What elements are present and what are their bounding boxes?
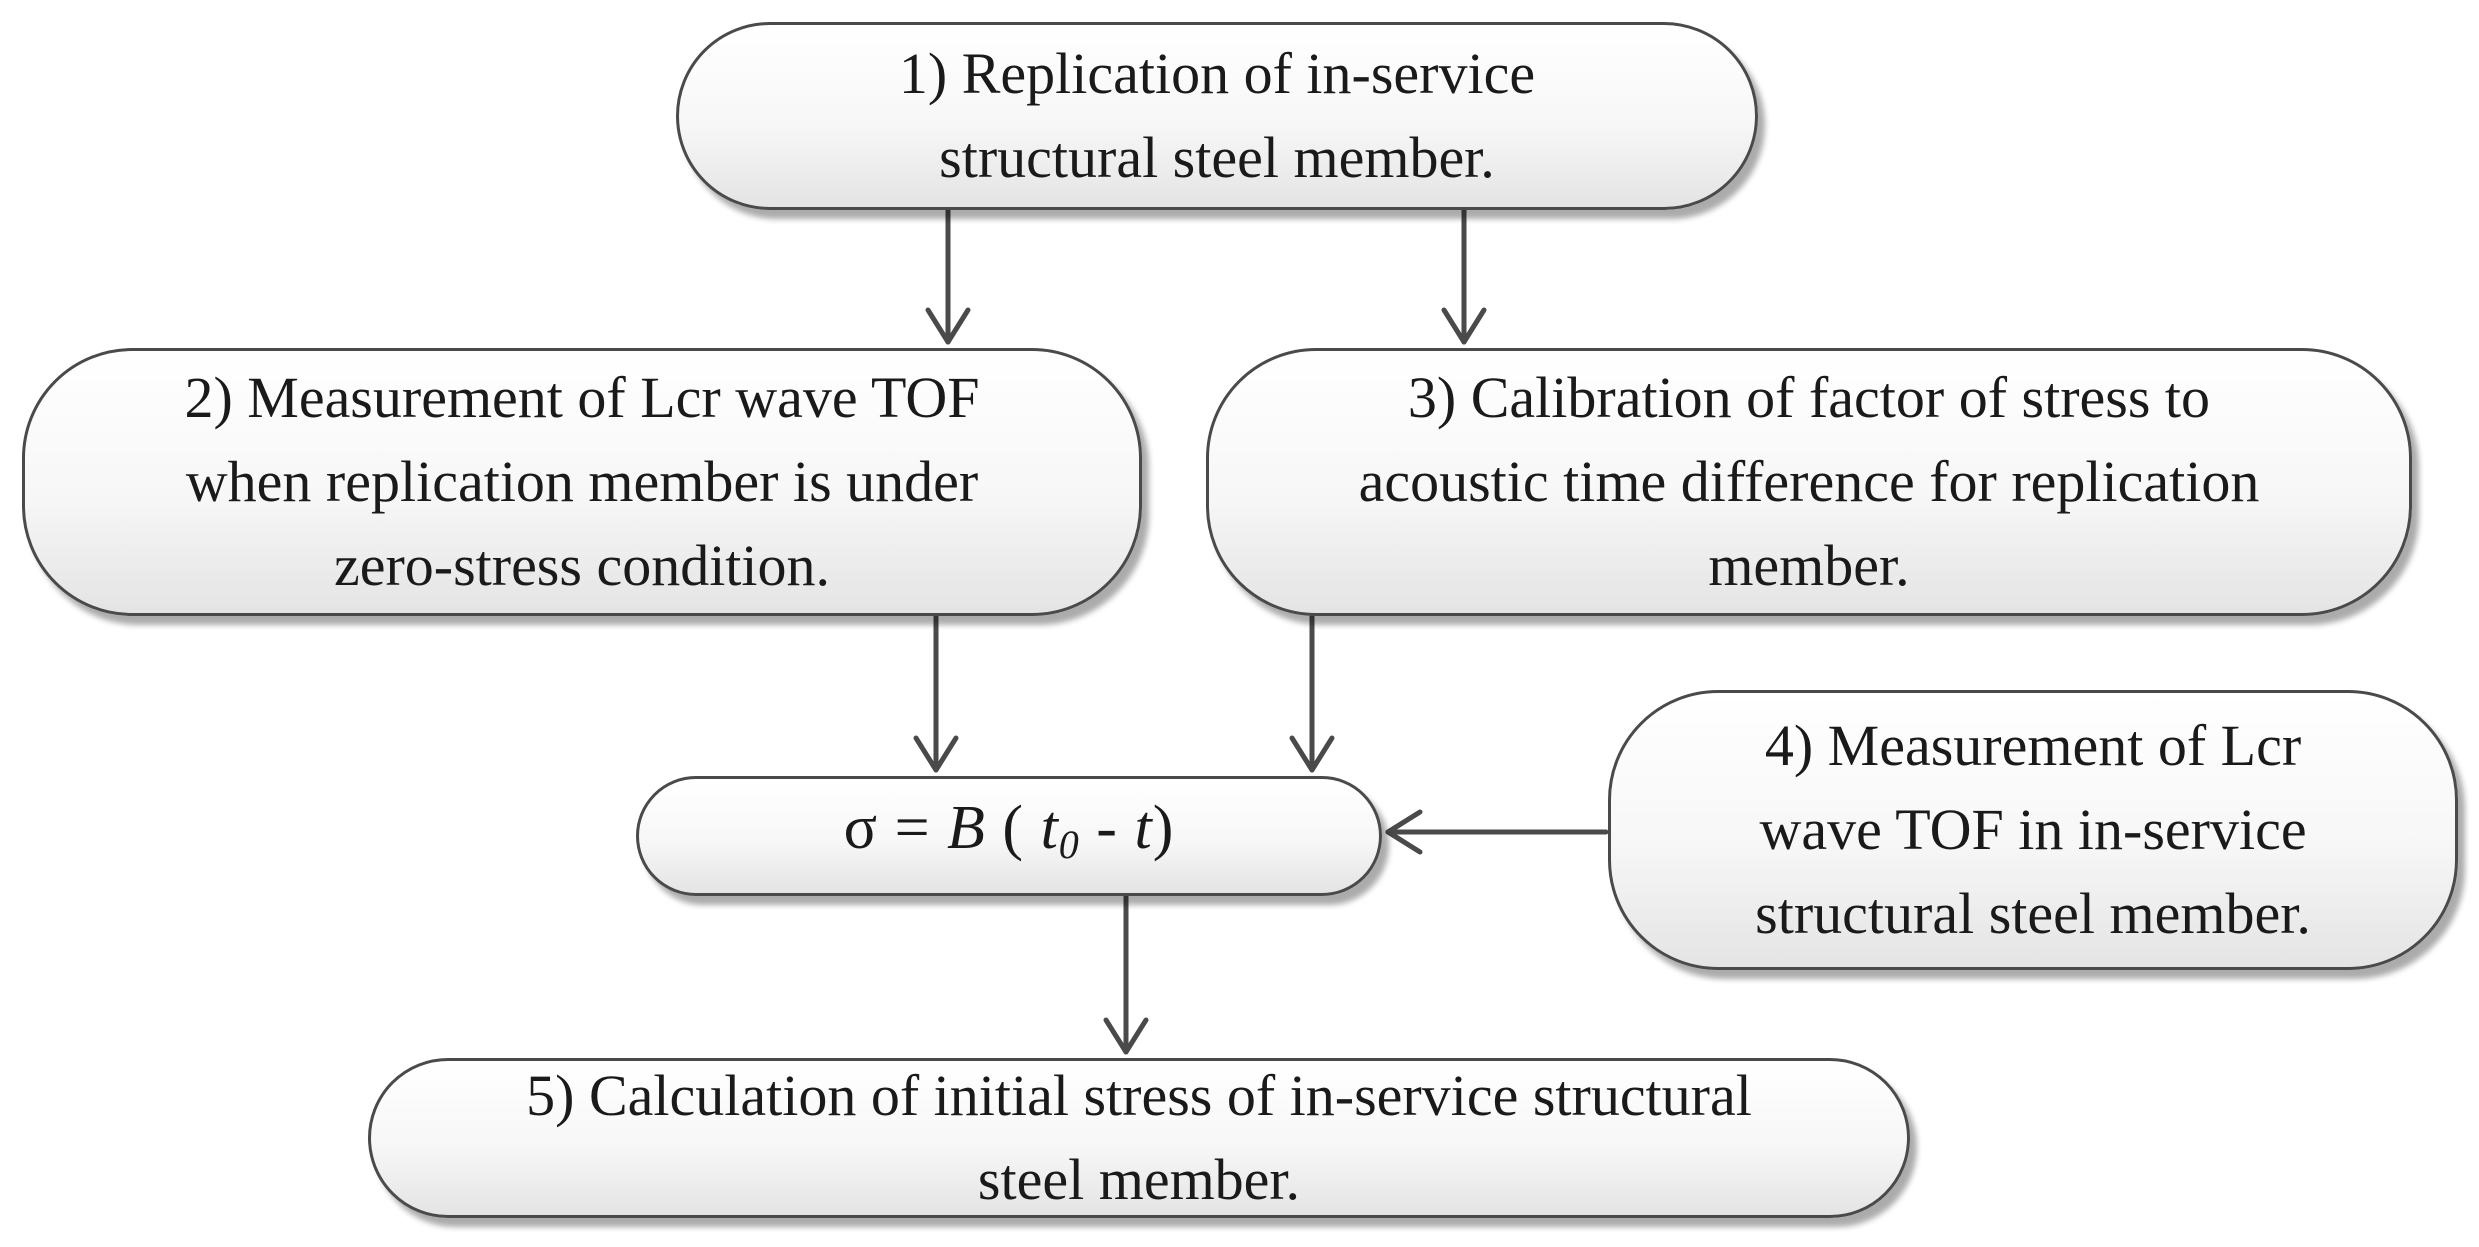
formula-t: t <box>1134 793 1153 862</box>
arrow-formula-to-step5 <box>1103 891 1149 1055</box>
formula-t0: t0 <box>1040 793 1080 867</box>
formula-minus: - <box>1096 793 1118 862</box>
formula-equals: = <box>894 793 931 862</box>
formula-t0-base: t <box>1040 793 1059 862</box>
arrow-step1-to-step2 <box>925 205 971 345</box>
step3-line: member. <box>1708 533 1910 598</box>
step2-line: zero-stress condition. <box>333 533 831 598</box>
formula-close-paren: ) <box>1152 793 1175 862</box>
arrow-step2-to-formula <box>913 611 959 773</box>
step4-text: 4) Measurement of Lcr wave TOF in in-ser… <box>1755 704 2311 956</box>
step5-line: 5) Calculation of initial stress of in-s… <box>526 1063 1752 1128</box>
step1-line: structural steel member. <box>939 125 1495 190</box>
step4-line: structural steel member. <box>1755 881 2311 946</box>
step2-line: when replication member is under <box>185 449 979 514</box>
arrow-step1-to-step3 <box>1441 205 1487 345</box>
step3-text: 3) Calibration of factor of stress to ac… <box>1359 356 2260 608</box>
step3-node: 3) Calibration of factor of stress to ac… <box>1206 348 2412 616</box>
formula-t0-subscript: 0 <box>1058 821 1080 867</box>
step1-node: 1) Replication of in-service structural … <box>676 22 1758 210</box>
arrow-step4-to-formula <box>1385 809 1609 855</box>
formula-coefficient: B <box>947 793 986 862</box>
step3-line: acoustic time difference for replication <box>1358 449 2260 514</box>
step2-text: 2) Measurement of Lcr wave TOF when repl… <box>184 356 979 608</box>
step1-line: 1) Replication of in-service <box>898 41 1536 106</box>
step5-node: 5) Calculation of initial stress of in-s… <box>368 1058 1910 1218</box>
formula-node: σ = B ( t0 - t) <box>636 776 1382 896</box>
arrow-step3-to-formula <box>1289 611 1335 773</box>
step2-line: 2) Measurement of Lcr wave TOF <box>184 365 980 430</box>
step4-line: 4) Measurement of Lcr <box>1764 713 2302 778</box>
step4-line: wave TOF in in-service <box>1759 797 2307 862</box>
step5-text: 5) Calculation of initial stress of in-s… <box>526 1054 1752 1222</box>
step5-line: steel member. <box>977 1147 1301 1212</box>
stress-formula: σ = B ( t0 - t) <box>844 786 1175 887</box>
step3-line: 3) Calibration of factor of stress to <box>1407 365 2211 430</box>
step1-text: 1) Replication of in-service structural … <box>899 32 1535 200</box>
formula-open-paren: ( <box>1002 793 1025 862</box>
step4-node: 4) Measurement of Lcr wave TOF in in-ser… <box>1608 690 2458 970</box>
step2-node: 2) Measurement of Lcr wave TOF when repl… <box>22 348 1142 616</box>
formula-sigma: σ <box>843 793 879 862</box>
